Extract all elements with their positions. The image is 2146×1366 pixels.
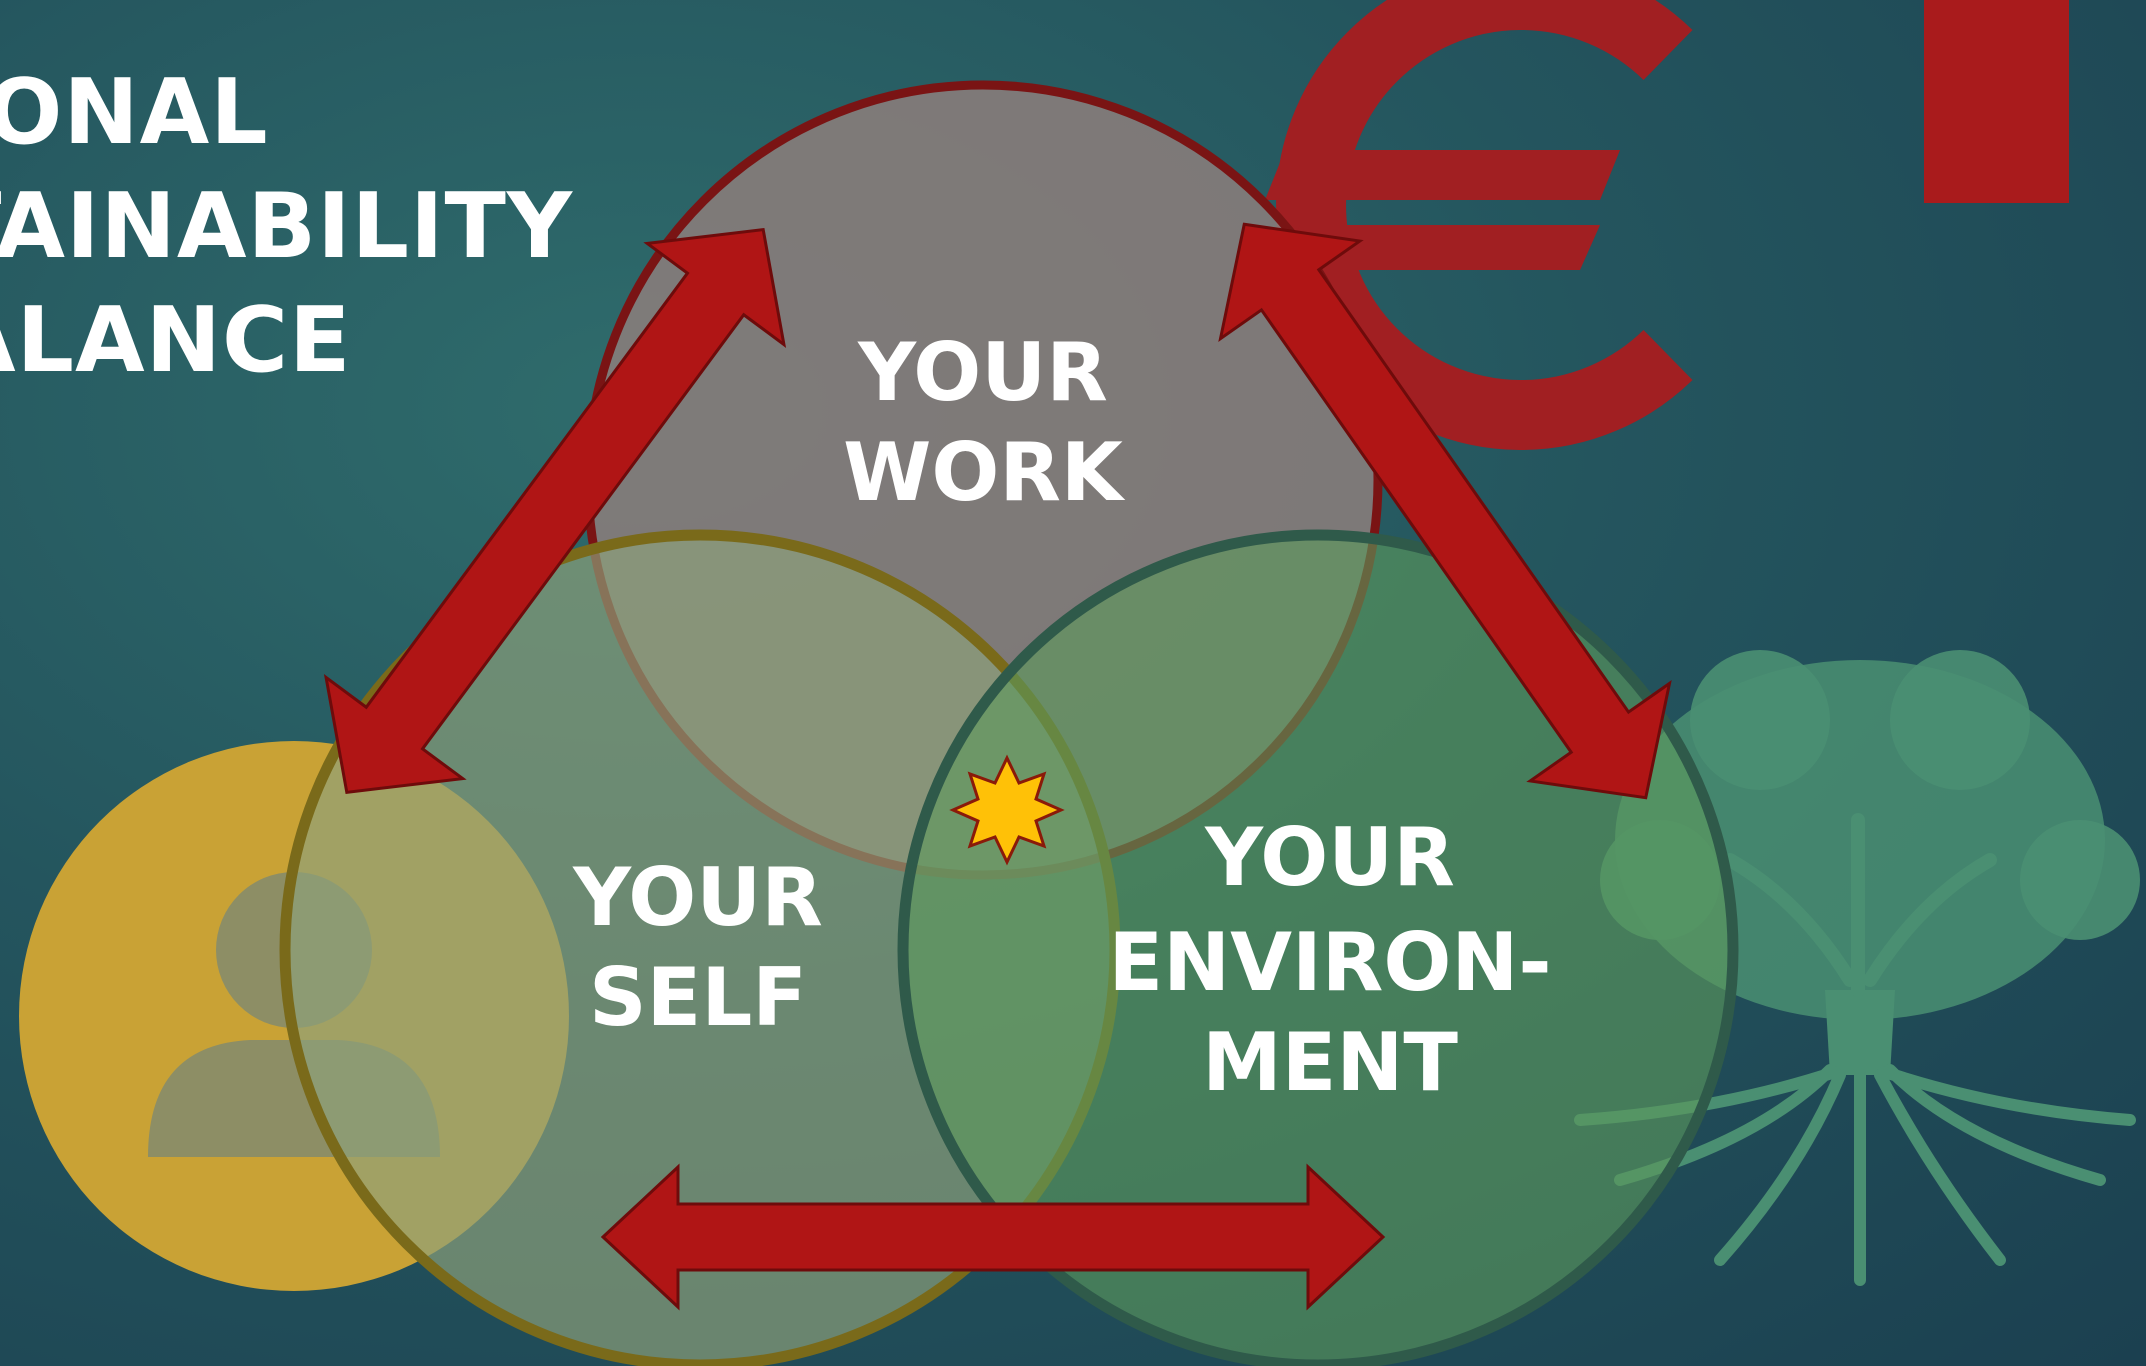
accent-bar: [1924, 0, 2069, 203]
environment-circle: [897, 529, 1739, 1366]
self-label-line-2: SELF: [589, 951, 807, 1044]
arrow-work-environment: [1218, 222, 1672, 800]
title-line-1: SONAL: [0, 60, 269, 165]
self-label-line-1: YOUR: [572, 851, 823, 944]
environment-label-line-2: ENVIRON-: [1108, 916, 1551, 1009]
star-icon: [949, 754, 1065, 866]
arrow-work-self: [323, 227, 787, 795]
work-label-line-2: WORK: [843, 426, 1126, 519]
title-line-2: TAINABILITY: [0, 174, 574, 279]
environment-label-line-3: MENT: [1202, 1016, 1458, 1109]
page-title: SONAL TAINABILITY ALANCE: [0, 56, 573, 398]
euro-icon: [1265, 0, 1693, 450]
work-label-line-1: YOUR: [857, 326, 1108, 419]
title-line-3: ALANCE: [0, 288, 352, 393]
arrow-self-environment: [600, 1163, 1386, 1311]
environment-label-line-1: YOUR: [1204, 811, 1455, 904]
